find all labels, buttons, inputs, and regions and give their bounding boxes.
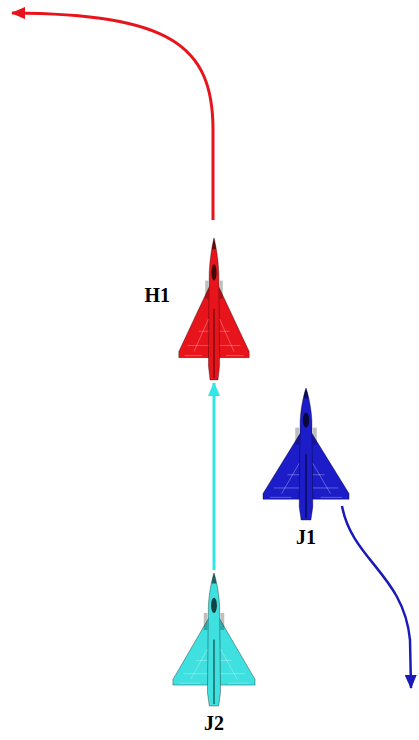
jet-blue [263, 388, 349, 520]
aircraft-label: J2 [204, 712, 224, 734]
aircraft-label: J1 [296, 526, 316, 548]
turn-arrow [12, 13, 213, 220]
jet-cyan [173, 573, 255, 706]
aircraft: J1 [262, 388, 350, 520]
aircraft: H1 [178, 238, 250, 380]
turn-arrow [342, 506, 411, 688]
aircraft-label: H1 [144, 284, 170, 306]
jet-red [179, 238, 249, 380]
aircraft: J2 [172, 573, 256, 708]
pursuit-arrow [213, 383, 216, 570]
